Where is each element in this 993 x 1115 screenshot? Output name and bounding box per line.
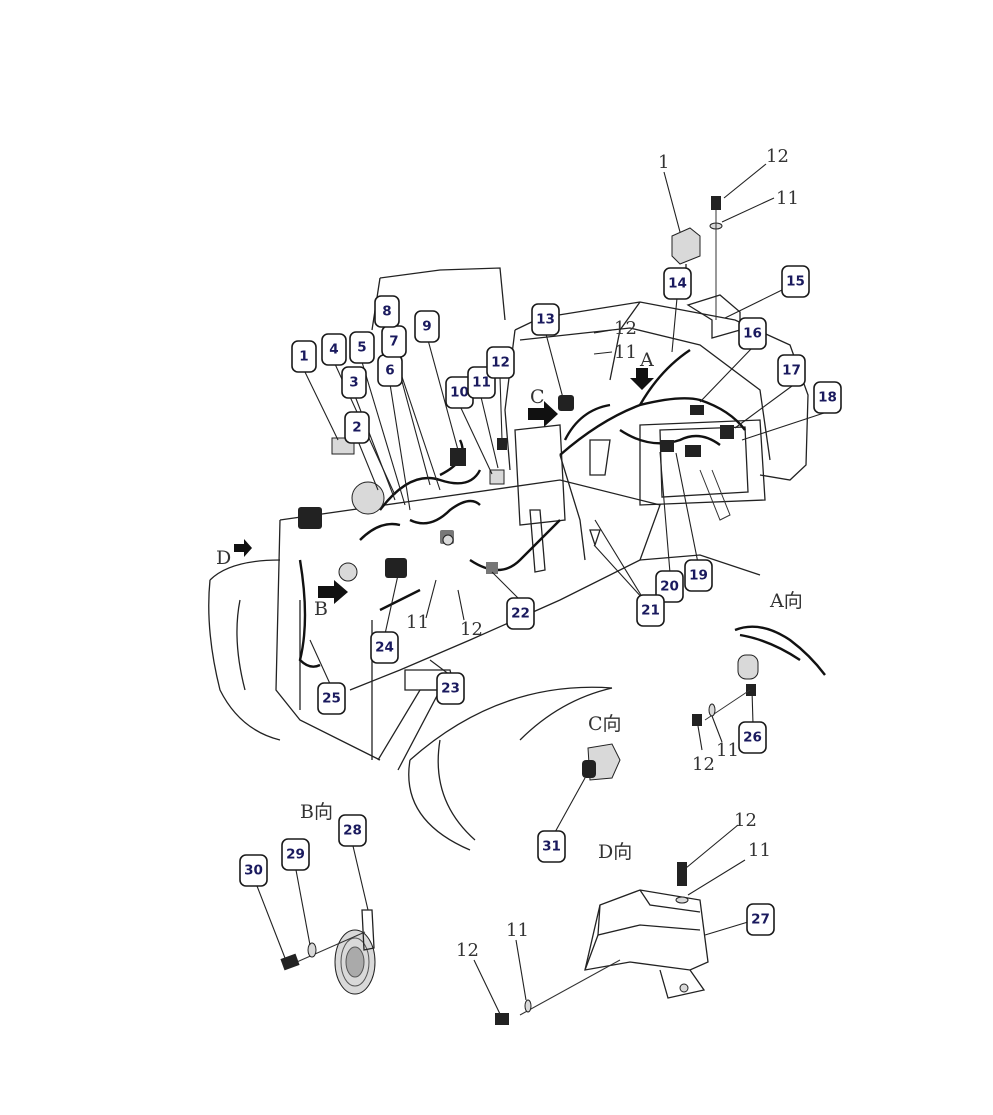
callout-27: 27: [746, 903, 775, 936]
plain-label-11: 11: [406, 612, 429, 633]
svg-text:22: 22: [511, 606, 530, 622]
callout-5: 5: [349, 331, 375, 364]
arrow-label-a: A: [639, 349, 654, 371]
callout-15: 15: [781, 265, 810, 298]
callout-24: 24: [370, 631, 399, 664]
leader-lines: [256, 163, 828, 1015]
arrow-c: [528, 401, 558, 427]
callout-9: 9: [414, 310, 440, 343]
callout-2: 2: [344, 411, 370, 444]
arrow-b: [318, 580, 348, 604]
svg-text:6: 6: [385, 363, 394, 379]
callout-18: 18: [813, 381, 842, 414]
svg-text:21: 21: [641, 603, 660, 619]
plain-label-12: 12: [766, 146, 789, 167]
callout-6: 6: [377, 354, 403, 387]
view-label-b: B向: [300, 801, 333, 823]
view-arrows: [234, 368, 654, 604]
plain-label-11: 11: [776, 188, 799, 209]
svg-text:26: 26: [743, 730, 762, 746]
plain-label-12: 12: [614, 318, 637, 339]
callout-26: 26: [738, 721, 767, 754]
machine-body: [208, 267, 809, 851]
d-view-detail: [495, 862, 709, 1025]
plain-label-1: 1: [658, 152, 669, 173]
svg-text:11: 11: [472, 375, 491, 391]
svg-text:28: 28: [343, 823, 362, 839]
callout-4: 4: [321, 333, 347, 366]
arrow-d: [234, 539, 252, 557]
arrow-label-b: B: [314, 598, 328, 620]
view-label-a: A向: [769, 590, 803, 612]
plain-label-12: 12: [460, 619, 483, 640]
callout-12: 12: [486, 346, 515, 379]
view-label-c: C向: [588, 713, 622, 735]
callout-7: 7: [381, 325, 407, 358]
plain-label-12: 12: [692, 754, 715, 775]
svg-text:3: 3: [349, 375, 358, 391]
arrow-label-c: C: [530, 386, 545, 408]
callout-3: 3: [341, 366, 367, 399]
plain-label-11: 11: [614, 342, 637, 363]
callout-21: 21: [636, 594, 665, 627]
svg-text:5: 5: [357, 340, 366, 356]
view-labels: A向 B向 C向 D向 A B C D: [216, 349, 803, 863]
svg-text:10: 10: [450, 385, 469, 401]
svg-text:29: 29: [286, 847, 305, 863]
svg-text:19: 19: [689, 568, 708, 584]
svg-text:1: 1: [299, 349, 308, 365]
b-view-detail: [280, 909, 376, 995]
arrow-label-d: D: [216, 547, 231, 569]
callout-17: 17: [777, 354, 806, 387]
svg-text:27: 27: [751, 912, 770, 928]
callout-31: 31: [537, 830, 566, 863]
plain-labels: 1 12 11 12 11 11 12 12 11 12 11 12 11: [406, 146, 799, 961]
plain-label-11: 11: [748, 840, 771, 861]
callout-22: 22: [506, 597, 535, 630]
svg-text:17: 17: [782, 363, 801, 379]
svg-text:18: 18: [818, 390, 837, 406]
plain-label-12: 12: [734, 810, 757, 831]
svg-text:20: 20: [660, 579, 679, 595]
callout-19: 19: [684, 559, 713, 592]
svg-text:9: 9: [422, 319, 431, 335]
a-view-detail: [692, 625, 826, 726]
svg-text:2: 2: [352, 420, 361, 436]
callout-29: 29: [281, 838, 310, 871]
callout-25: 25: [317, 682, 346, 715]
callouts: 1 2 3 4 5 6 7 8 9 10 11 12 13 14 15 16 1…: [239, 265, 842, 936]
plain-label-12: 12: [456, 940, 479, 961]
bracket-detail-top: [671, 196, 741, 339]
svg-text:15: 15: [786, 274, 805, 290]
plain-label-11: 11: [506, 920, 529, 941]
svg-text:7: 7: [389, 334, 398, 350]
callout-23: 23: [436, 672, 465, 705]
callout-30: 30: [239, 854, 268, 887]
arrow-a: [630, 368, 654, 390]
view-label-d: D向: [598, 841, 632, 863]
svg-text:4: 4: [329, 342, 338, 358]
callout-20: 20: [655, 570, 684, 603]
plain-label-11: 11: [716, 740, 739, 761]
svg-text:13: 13: [536, 312, 555, 328]
svg-text:30: 30: [244, 863, 263, 879]
svg-text:24: 24: [375, 640, 394, 656]
svg-text:14: 14: [668, 276, 687, 292]
svg-text:25: 25: [322, 691, 341, 707]
c-view-detail: [582, 743, 621, 781]
svg-text:12: 12: [491, 355, 510, 371]
callout-16: 16: [738, 317, 767, 350]
svg-text:16: 16: [743, 326, 762, 342]
svg-text:23: 23: [441, 681, 460, 697]
svg-text:31: 31: [542, 839, 561, 855]
callout-28: 28: [338, 814, 367, 847]
callout-1: 1: [291, 340, 317, 373]
callout-14: 14: [663, 267, 692, 300]
callout-8: 8: [374, 295, 400, 328]
svg-text:8: 8: [382, 304, 391, 320]
callout-13: 13: [531, 303, 560, 336]
